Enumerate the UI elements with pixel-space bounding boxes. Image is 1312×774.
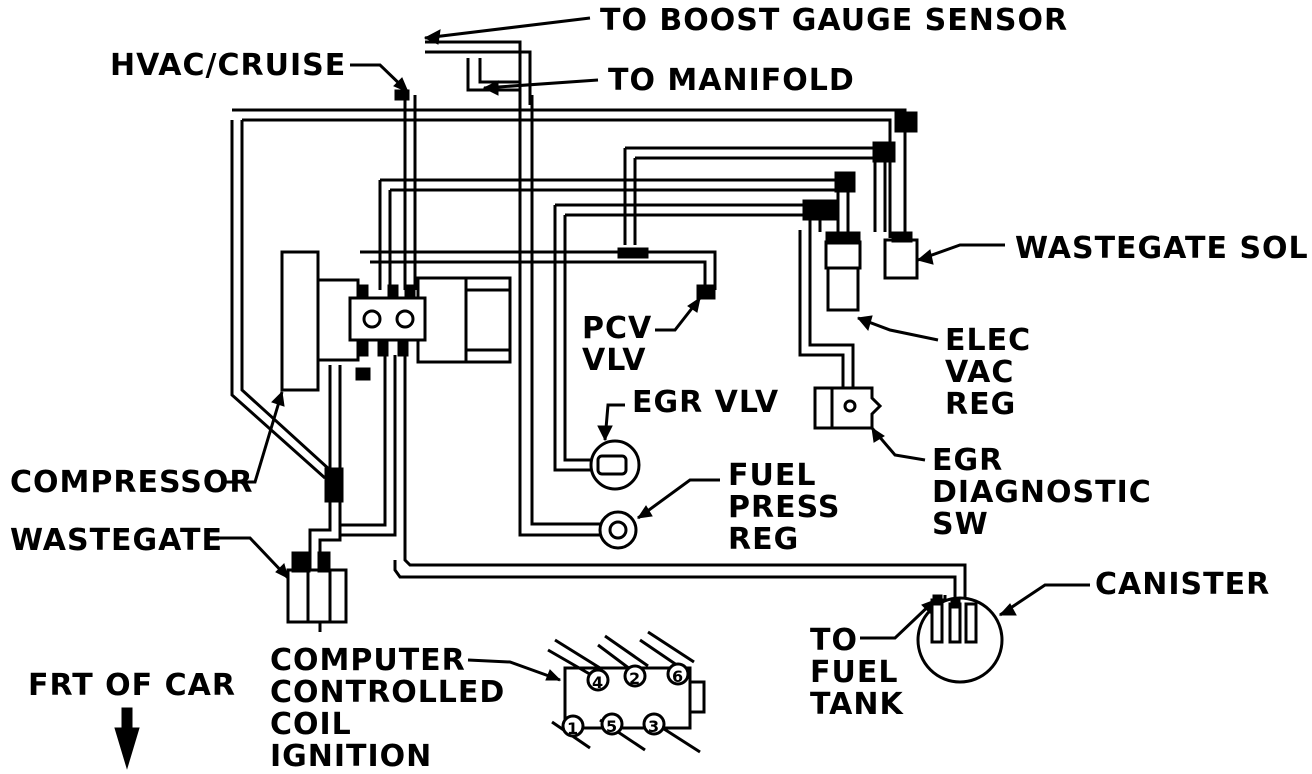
hose-egr-diag: [798, 230, 855, 405]
hose-wastegate-sol: [230, 108, 907, 480]
label-boost-gauge-sensor: TO BOOST GAUGE SENSOR: [600, 3, 1068, 38]
labels: TO BOOST GAUGE SENSOR TO MANIFOLD HVAC/C…: [10, 3, 1309, 774]
hose-canister: [393, 355, 967, 620]
coil-terminal-2: 2: [629, 669, 641, 688]
hose-elec-vac-reg: [378, 178, 850, 290]
wastegate-actuator: [286, 551, 348, 632]
label-elec-1: ELEC: [945, 323, 1031, 358]
label-to-manifold: TO MANIFOLD: [608, 63, 855, 98]
wastegate-solenoid: [883, 231, 919, 280]
hose-connectors: [324, 89, 918, 503]
label-fuel-1: FUEL: [728, 458, 816, 493]
label-fuel-2: PRESS: [728, 490, 840, 525]
leader-lines: [205, 16, 1090, 682]
hose-hvac-cruise: [403, 95, 417, 290]
hose-to-manifold: [466, 58, 520, 92]
label-pcv-2: VLV: [582, 343, 646, 378]
canister: [916, 594, 1004, 684]
label-canister: CANISTER: [1095, 567, 1270, 602]
label-hvac-cruise: HVAC/CRUISE: [110, 48, 346, 83]
label-to-fuel-1: TO: [810, 623, 858, 658]
hose-line-2: [623, 146, 887, 245]
hose-wastegate-feed: [308, 355, 397, 575]
hose-fuel-press-reg: [518, 95, 605, 537]
fuel-press-reg: [598, 510, 638, 550]
label-wastegate-sol: WASTEGATE SOL: [1015, 231, 1309, 266]
label-elec-3: REG: [945, 387, 1016, 422]
label-compressor: COMPRESSOR: [10, 465, 253, 500]
label-elec-2: VAC: [945, 355, 1014, 390]
label-to-fuel-2: FUEL: [810, 655, 898, 690]
hose-boost-gauge: [425, 40, 532, 105]
egr-diagnostic-switch: [813, 386, 883, 430]
label-fuel-3: REG: [728, 522, 799, 557]
label-pcv-1: PCV: [582, 311, 652, 346]
coil-ignition-module: 4 2 6 1 5 3: [547, 630, 706, 754]
front-arrow-icon: [114, 707, 140, 770]
label-egr-diag-1: EGR: [932, 443, 1003, 478]
vacuum-manifold-block: [348, 284, 427, 381]
coil-terminal-5: 5: [606, 717, 618, 736]
label-to-fuel-3: TANK: [810, 687, 904, 722]
hose-pcv: [360, 250, 717, 290]
coil-terminal-4: 4: [592, 673, 604, 692]
label-frt-of-car: FRT OF CAR: [28, 668, 236, 703]
label-ccci-2: CONTROLLED: [270, 675, 505, 710]
label-wastegate: WASTEGATE: [10, 523, 223, 558]
label-ccci-4: IGNITION: [270, 739, 432, 774]
egr-valve: [589, 439, 641, 491]
pcv-valve: [696, 284, 716, 300]
coil-terminal-3: 3: [648, 717, 660, 736]
label-egr-diag-3: SW: [932, 507, 989, 542]
coil-terminal-1: 1: [567, 719, 579, 738]
label-egr-vlv: EGR VLV: [632, 385, 779, 420]
label-egr-diag-2: DIAGNOSTIC: [932, 475, 1152, 510]
label-ccci-3: COIL: [270, 707, 352, 742]
elec-vac-reg: [824, 231, 862, 312]
label-ccci-1: COMPUTER: [270, 643, 466, 678]
coil-terminal-6: 6: [672, 667, 684, 686]
